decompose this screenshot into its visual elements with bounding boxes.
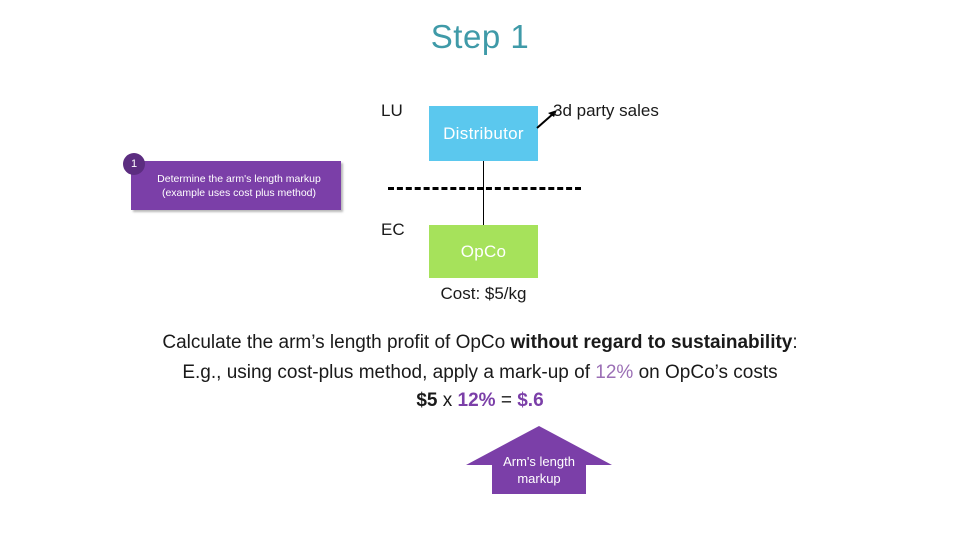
jurisdiction-border-dashed-line <box>388 187 581 190</box>
distributor-box: Distributor <box>429 106 538 161</box>
step-callout-badge: 1 <box>123 153 145 175</box>
body-line-1: Calculate the arm’s length profit of OpC… <box>0 328 960 358</box>
formula-markup: 12% <box>457 390 496 411</box>
entity-connector-line <box>483 161 484 225</box>
body-line-1-bold: without regard to sustainability <box>510 332 793 353</box>
formula-equals: = <box>500 390 512 411</box>
ec-jurisdiction-label: EC <box>381 220 405 239</box>
body-line-2-part-1: E.g., using cost-plus method, apply a ma… <box>182 362 596 383</box>
body-line-2-markup-value: 12% <box>595 362 634 383</box>
body-line-2: E.g., using cost-plus method, apply a ma… <box>0 358 960 388</box>
opco-cost-label: Cost: $5/kg <box>440 284 527 303</box>
body-line-1-part-1: Calculate the arm’s length profit of OpC… <box>162 332 511 353</box>
arms-length-markup-arrow-icon <box>466 426 612 494</box>
step-callout-text: Determine the arm's length markup (examp… <box>157 172 321 199</box>
body-line-2-part-2: on OpCo’s costs <box>633 362 778 383</box>
body-paragraph: Calculate the arm’s length profit of OpC… <box>0 328 960 388</box>
step-callout-box: Determine the arm's length markup (examp… <box>131 161 341 210</box>
lu-jurisdiction-label: LU <box>381 101 403 120</box>
formula-cost: $5 <box>416 390 438 411</box>
third-party-sales-arrow-icon <box>536 110 557 129</box>
third-party-sales-label: 3d party sales <box>553 101 659 120</box>
formula-result: $.6 <box>517 390 544 411</box>
formula-operator: x <box>442 390 453 411</box>
page-title: Step 1 <box>430 18 530 55</box>
formula-line: $5 x 12% = $.6 <box>0 390 960 412</box>
opco-box: OpCo <box>429 225 538 278</box>
body-line-1-part-2: : <box>792 332 798 353</box>
